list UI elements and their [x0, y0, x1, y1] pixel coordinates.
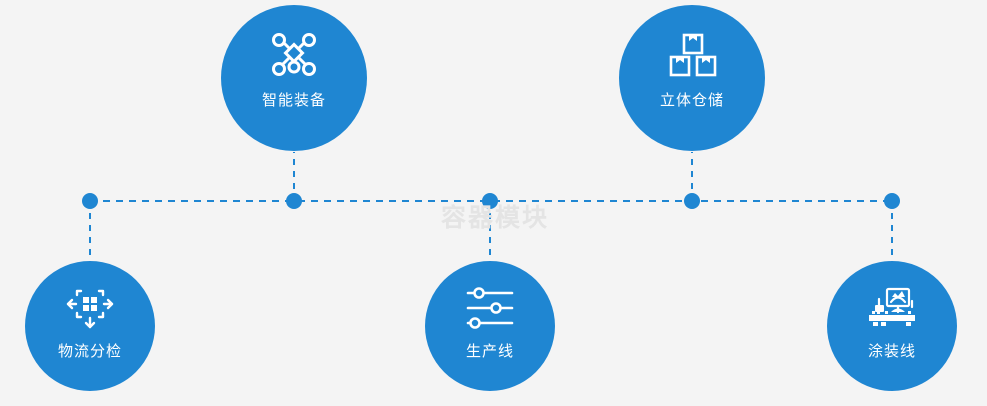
node-label: 智能装备 — [261, 91, 326, 109]
coating-machine-icon — [865, 285, 919, 331]
junction-dot — [684, 193, 700, 209]
watermark-text: 容器模块 — [440, 203, 549, 232]
junction-dot — [286, 193, 302, 209]
node-logistics-sorting[interactable]: 物流分检 — [25, 261, 155, 391]
network-nodes-icon — [268, 31, 320, 79]
sorting-arrows-icon — [63, 285, 117, 331]
node-label: 涂装线 — [867, 342, 916, 360]
node-label: 生产线 — [465, 342, 514, 360]
stacked-boxes-icon — [666, 31, 718, 79]
node-label: 立体仓储 — [659, 91, 724, 109]
node-painting-line[interactable]: 涂装线 — [827, 261, 957, 391]
junction-dot — [82, 193, 98, 209]
sliders-icon — [463, 285, 517, 331]
junction-dot — [884, 193, 900, 209]
node-stereoscopic-warehouse[interactable]: 立体仓储 — [619, 5, 765, 151]
junction-dot — [482, 193, 498, 209]
node-production-line[interactable]: 生产线 — [425, 261, 555, 391]
node-intelligent-equipment[interactable]: 智能装备 — [221, 5, 367, 151]
node-label: 物流分检 — [57, 342, 122, 360]
